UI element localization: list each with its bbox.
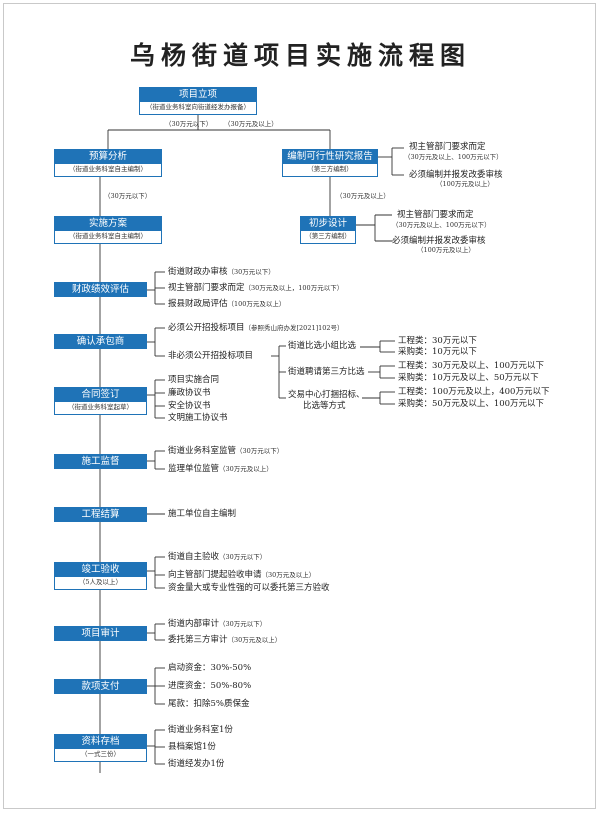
node-sublabel: （第三方编制）	[282, 164, 378, 177]
method-3-row-2: 采购类：50万元及以上、100万元以下	[398, 399, 545, 409]
method-2-label: 街道聘请第三方比选	[288, 367, 365, 377]
node-label: 工程结算	[54, 507, 147, 522]
branch-left-label: （30万元以下）	[165, 120, 213, 128]
node-sublabel: （街道业务科室自主编制）	[54, 164, 162, 177]
jiandu-item-2: 监理单位监管（30万元及以上）	[168, 464, 273, 474]
kuanxiang-item-1: 启动资金：30%-50%	[168, 663, 252, 673]
node-sublabel: （一式三份）	[54, 749, 147, 762]
method-2-row-2: 采购类：10万元及以上、50万元以下	[398, 373, 539, 383]
node-label: 合同签订	[54, 387, 147, 402]
node-sublabel: （第三方编制）	[300, 231, 356, 244]
method-3-label-2: 比选等方式	[303, 401, 346, 411]
node-label: 实施方案	[54, 216, 162, 231]
page-frame	[3, 3, 596, 809]
kexing-note-2-sub: （100万元及以上）	[436, 180, 494, 188]
node-jiandu: 施工监督	[54, 454, 147, 469]
node-kuanxiang: 款项支付	[54, 679, 147, 694]
mid-branch-left: （30万元以下）	[104, 192, 152, 200]
node-label: 初步设计	[300, 216, 356, 231]
node-cundang: 资料存档 （一式三份）	[54, 734, 147, 762]
method-1-label: 街道比选小组比选	[288, 341, 357, 351]
node-jiesuan: 工程结算	[54, 507, 147, 522]
mid-branch-right: （30万元及以上）	[336, 192, 390, 200]
node-label: 项目立项	[139, 87, 257, 102]
jungong-item-3: 资金量大或专业性强的可以委托第三方验收	[168, 583, 330, 593]
node-kexing: 编制可行性研究报告 （第三方编制）	[282, 149, 378, 177]
method-3-label: 交易中心打捆招标、	[288, 390, 365, 400]
node-chubu: 初步设计 （第三方编制）	[300, 216, 356, 244]
node-sublabel: （街道业务科室起草）	[54, 402, 147, 415]
node-caizheng: 财政绩效评估	[54, 282, 147, 297]
shenji-item-1: 街道内部审计（30万元以下）	[168, 619, 267, 629]
caizheng-item-1: 街道财政办审核（30万元以下）	[168, 267, 275, 277]
node-yusuan: 预算分析 （街道业务科室自主编制）	[54, 149, 162, 177]
node-label: 竣工验收	[54, 562, 147, 577]
cundang-item-1: 街道业务科室1份	[168, 725, 233, 735]
jungong-item-1: 街道自主验收（30万元以下）	[168, 552, 267, 562]
hetong-item-1: 项目实施合同	[168, 375, 220, 385]
jiesuan-item: 施工单位自主编制	[168, 509, 237, 519]
method-1-row-2: 采购类：10万元以下	[398, 347, 477, 357]
jungong-item-2: 向主管部门提起验收申请（30万元及以上）	[168, 570, 316, 580]
cundang-item-3: 街道经发办1份	[168, 759, 225, 769]
node-label: 施工监督	[54, 454, 147, 469]
node-jungong: 竣工验收 （5人及以上）	[54, 562, 147, 590]
node-label: 确认承包商	[54, 334, 147, 349]
chubu-note-1-sub: （30万元及以上、100万元以下）	[392, 221, 491, 229]
node-shenji: 项目审计	[54, 626, 147, 641]
node-label: 项目审计	[54, 626, 147, 641]
shenji-item-2: 委托第三方审计（30万元及以上）	[168, 635, 282, 645]
method-3-row-1: 工程类：100万元及以上，400万元以下	[398, 387, 550, 397]
node-label: 财政绩效评估	[54, 282, 147, 297]
node-label: 预算分析	[54, 149, 162, 164]
kuanxiang-item-3: 尾款：扣除5%质保金	[168, 699, 250, 709]
node-hetong: 合同签订 （街道业务科室起草）	[54, 387, 147, 415]
node-sublabel: （街道业务科室自主编制）	[54, 231, 162, 244]
page-title: 乌杨街道项目实施流程图	[129, 41, 471, 70]
chengbao-nonmust: 非必须公开招投标项目	[168, 351, 254, 361]
node-sublabel: （5人及以上）	[54, 577, 147, 590]
hetong-item-3: 安全协议书	[168, 401, 211, 411]
kexing-note-2: 必须编制并报发改委审核	[409, 170, 503, 180]
method-1-row-1: 工程类：30万元以下	[398, 336, 477, 346]
branch-right-label: （30万元及以上）	[224, 120, 278, 128]
kexing-note-1-sub: （30万元及以上、100万元以下）	[404, 153, 503, 161]
kuanxiang-item-2: 进度资金：50%-80%	[168, 681, 252, 691]
node-label: 资料存档	[54, 734, 147, 749]
chubu-note-2-sub: （100万元及以上）	[417, 246, 475, 254]
node-shishi: 实施方案 （街道业务科室自主编制）	[54, 216, 162, 244]
method-2-row-1: 工程类：30万元及以上、100万元以下	[398, 361, 545, 371]
chubu-note-2: 必须编制并报发改委审核	[392, 236, 486, 246]
node-chengbao: 确认承包商	[54, 334, 147, 349]
caizheng-item-3: 报县财政局评估（100万元及以上）	[168, 299, 286, 309]
chubu-note-1: 视主管部门要求而定	[397, 210, 474, 220]
cundang-item-2: 县档案馆1份	[168, 742, 216, 752]
node-sublabel: （街道业务科室向街道经发办报备）	[139, 102, 257, 115]
node-lixiang: 项目立项 （街道业务科室向街道经发办报备）	[139, 87, 257, 115]
chengbao-must: 必须公开招投标项目（参照秀山府办发[2021]102号）	[168, 323, 344, 333]
jiandu-item-1: 街道业务科室监管（30万元以下）	[168, 446, 284, 456]
caizheng-item-2: 视主管部门要求而定（30万元及以上，100万元以下）	[168, 283, 344, 293]
kexing-note-1: 视主管部门要求而定	[409, 142, 486, 152]
node-label: 款项支付	[54, 679, 147, 694]
hetong-item-2: 廉政协议书	[168, 388, 211, 398]
node-label: 编制可行性研究报告	[282, 149, 378, 164]
hetong-item-4: 文明施工协议书	[168, 413, 228, 423]
